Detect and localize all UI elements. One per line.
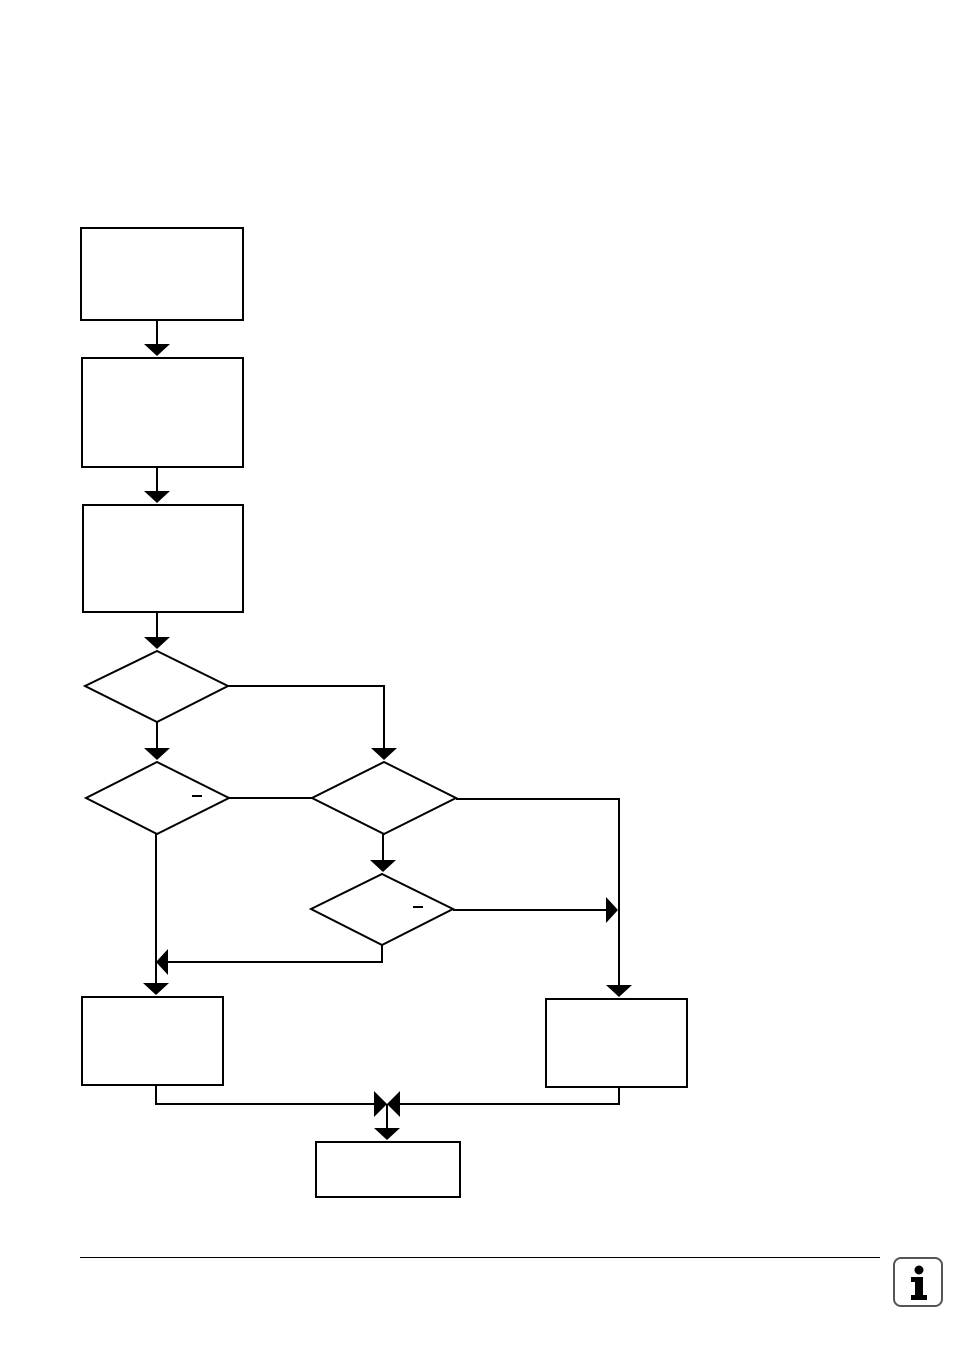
arrowhead-down [374,1128,400,1140]
arrowhead-right [606,897,618,923]
arrowhead-right [374,1091,387,1117]
arrowhead-left [156,949,168,975]
decision-diamond-3 [309,760,459,836]
arrowhead-down [143,983,169,995]
decision-diamond-1 [82,649,231,724]
arrowhead-down [144,344,170,356]
process-box-end [315,1141,461,1198]
footer-rule [80,1257,880,1258]
process-box-3 [82,504,244,613]
edge-box-right-merge [400,1087,620,1105]
decision-diamond-2 [83,760,232,836]
info-icon [911,1265,927,1300]
process-box-left [81,996,224,1086]
arrowhead-down [144,637,170,649]
info-badge [893,1257,943,1307]
arrowhead-down [606,985,632,997]
arrowhead-down [144,748,170,760]
edge-decision4-box-left [168,945,383,963]
arrowhead-down [144,491,170,503]
arrowhead-down [370,860,396,872]
process-box-1 [80,227,244,321]
arrowhead-down [371,748,397,760]
arrowhead-left [387,1091,400,1117]
edge-box-left-merge [155,1085,374,1105]
edge-decision3-box-right [456,798,620,985]
decision-diamond-4 [308,872,456,947]
edge-decision1-decision3 [228,685,385,748]
process-box-right [545,998,688,1088]
process-box-2 [81,357,244,468]
